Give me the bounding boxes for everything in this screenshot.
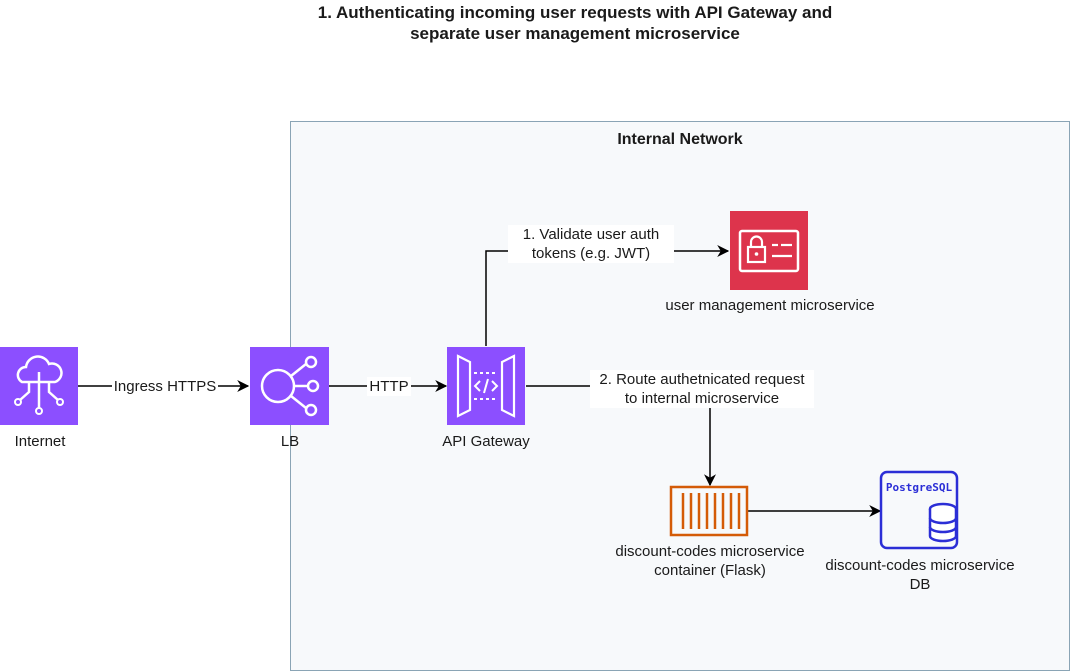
ingress-https-label: Ingress HTTPS xyxy=(112,377,218,396)
http-label: HTTP xyxy=(367,377,411,396)
validate-tokens-line2: tokens (e.g. JWT) xyxy=(531,245,651,262)
validate-tokens-line1: 1. Validate user auth xyxy=(522,226,660,243)
postgresql-database-icon: PostgreSQL xyxy=(879,470,959,550)
title-line-2: separate user management microservice xyxy=(410,24,740,43)
route-request-line2: to internal microservice xyxy=(624,390,780,407)
internal-network-label: Internal Network xyxy=(617,131,743,148)
lb-label: LB xyxy=(280,433,300,450)
discount-db-label: discount-codes microservice DB xyxy=(800,556,1040,594)
discount-db-label-line2: DB xyxy=(909,576,931,593)
identity-access-icon xyxy=(730,211,808,290)
api-gateway-icon xyxy=(447,347,525,425)
user-management-label: user management microservice xyxy=(665,297,875,314)
validate-tokens-label: 1. Validate user auth tokens (e.g. JWT) xyxy=(508,225,674,263)
discount-container-label: discount-codes microservice container (F… xyxy=(590,542,830,580)
load-balancer-icon xyxy=(250,347,329,425)
db-brand-text: PostgreSQL xyxy=(886,481,953,494)
route-request-label: 2. Route authetnicated request to intern… xyxy=(590,370,814,408)
api-gateway-label: API Gateway xyxy=(442,433,530,450)
route-request-line1: 2. Route authetnicated request xyxy=(599,371,805,388)
internet-gateway-icon xyxy=(0,347,78,425)
internet-label: Internet xyxy=(14,433,66,450)
diagram-title: 1. Authenticating incoming user requests… xyxy=(200,2,950,44)
discount-db-label-line1: discount-codes microservice xyxy=(825,557,1015,574)
container-icon xyxy=(669,485,749,537)
discount-container-label-line2: container (Flask) xyxy=(654,562,766,579)
title-line-1: 1. Authenticating incoming user requests… xyxy=(317,3,833,22)
discount-container-label-line1: discount-codes microservice xyxy=(615,543,805,560)
